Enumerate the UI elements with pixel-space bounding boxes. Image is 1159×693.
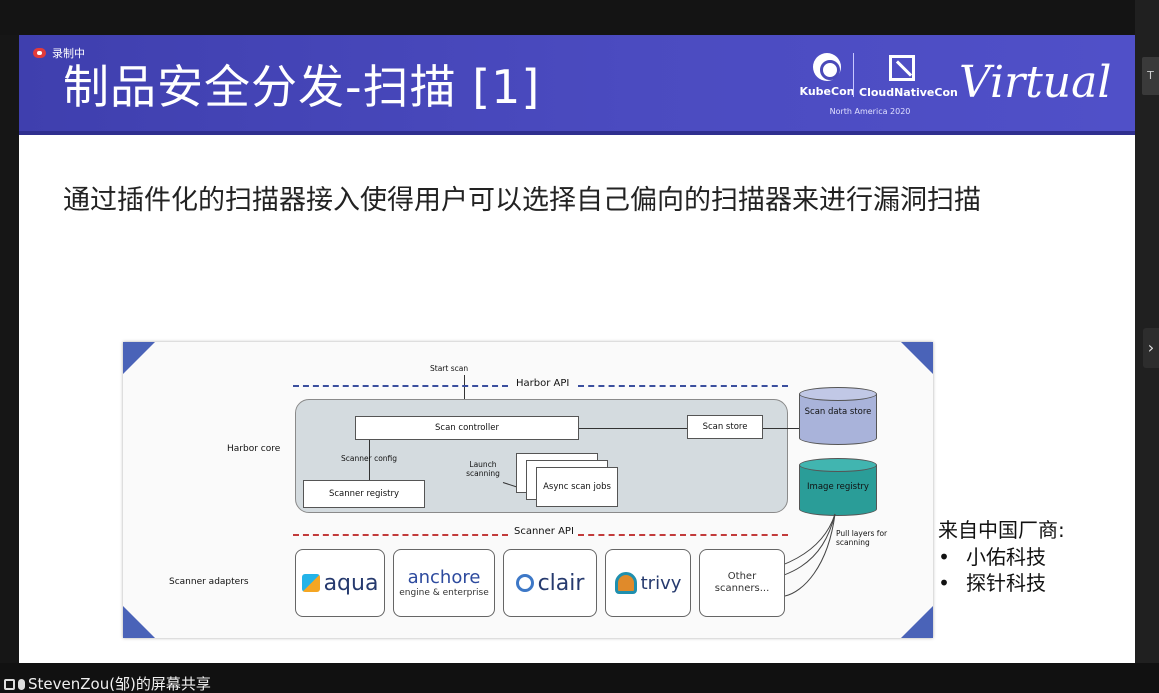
scan-data-store-label: Scan data store: [804, 407, 872, 417]
harbor-api-line: [578, 385, 788, 387]
scanner-adapters-label: Scanner adapters: [169, 577, 249, 587]
aqua-label: aqua: [323, 570, 379, 596]
scan-data-store-cylinder: Scan data store: [799, 387, 877, 445]
bottom-bar: [0, 663, 1159, 693]
screen-share-label: StevenZou(邹)的屏幕共享: [28, 675, 211, 693]
logo-divider: [853, 53, 854, 97]
scanner-config-arrow: [369, 440, 370, 480]
other-scanners-adapter: Other scanners...: [699, 549, 785, 617]
scanner-api-line: [293, 534, 508, 536]
kubernetes-wheel-icon: [813, 53, 841, 81]
event-subtitle: North America 2020: [829, 107, 911, 116]
bullet-icon: •: [938, 571, 950, 595]
slide-title: 制品安全分发-扫描 [1]: [63, 60, 541, 114]
scanner-registry-box: Scanner registry: [303, 480, 425, 508]
list-item: • 小佑科技: [938, 544, 1065, 570]
aqua-adapter: aqua: [295, 549, 385, 617]
store-to-data-arrow: [763, 428, 799, 429]
trivy-adapter: trivy: [605, 549, 691, 617]
vendor-list: 来自中国厂商: • 小佑科技 • 探针科技: [938, 516, 1065, 596]
scan-store-box: Scan store: [687, 415, 763, 439]
pull-layers-label: Pull layers for scanning: [836, 529, 888, 547]
scanner-api-label: Scanner API: [514, 526, 574, 537]
kubecon-logo: KubeCon: [797, 53, 857, 98]
presentation-slide: 录制中 制品安全分发-扫描 [1] KubeCon CloudNativeCon…: [19, 35, 1135, 663]
other-scanners-label: Other scanners...: [714, 571, 770, 594]
trivy-logo-icon: [614, 572, 637, 594]
trivy-label: trivy: [640, 572, 682, 594]
recording-badge: 录制中: [33, 45, 85, 61]
cloudnativecon-label: CloudNativeCon: [859, 86, 958, 99]
image-registry-label: Image registry: [807, 482, 869, 492]
clair-label: clair: [537, 570, 585, 596]
list-item: • 探针科技: [938, 570, 1065, 596]
corner-decoration: [123, 606, 155, 638]
aqua-logo-icon: [301, 574, 320, 592]
header-stripe: [19, 131, 1135, 135]
top-bar: [0, 0, 1159, 35]
harbor-api-line: [293, 385, 508, 387]
expand-panel-chevron-icon[interactable]: ›: [1143, 328, 1159, 368]
cncf-icon: [889, 55, 915, 81]
screen-share-icon: [4, 678, 15, 690]
anchore-sub-label: engine & enterprise: [399, 588, 489, 599]
scan-controller-box: Scan controller: [355, 416, 579, 440]
anchore-label: anchore: [407, 567, 481, 589]
vendor-name: 探针科技: [966, 571, 1046, 595]
corner-decoration: [901, 606, 933, 638]
harbor-core-label: Harbor core: [227, 444, 281, 454]
corner-decoration: [123, 342, 155, 374]
scanner-config-label: Scanner config: [341, 454, 398, 463]
scanner-api-line: [578, 534, 788, 536]
left-gutter: [0, 35, 19, 663]
controller-to-store-arrow: [579, 428, 687, 429]
vendor-title: 来自中国厂商:: [938, 518, 1065, 542]
bullet-icon: •: [938, 545, 950, 569]
vendor-name: 小佑科技: [966, 545, 1046, 569]
start-scan-arrow: [464, 375, 465, 409]
start-scan-label: Start scan: [430, 364, 469, 373]
slide-header: 录制中 制品安全分发-扫描 [1] KubeCon CloudNativeCon…: [19, 35, 1135, 135]
harbor-api-label: Harbor API: [516, 378, 570, 389]
harbor-scanning-diagram: Start scan Harbor API Harbor core Scan c…: [123, 342, 933, 638]
corner-decoration: [901, 342, 933, 374]
image-registry-cylinder: Image registry: [799, 458, 877, 516]
recording-cloud-icon: [33, 48, 46, 58]
virtual-wordmark: Virtual: [959, 57, 1112, 108]
recording-label: 录制中: [52, 47, 85, 60]
cloudnativecon-logo: CloudNativeCon: [859, 55, 958, 99]
launch-scanning-label: Launch scanning: [466, 460, 500, 478]
kubecon-label: KubeCon: [799, 85, 855, 98]
clair-logo-icon: [515, 574, 534, 592]
clair-adapter: clair: [503, 549, 597, 617]
slide-subtitle: 通过插件化的扫描器接入使得用户可以选择自己偏向的扫描器来进行漏洞扫描: [63, 185, 981, 216]
screen-share-indicator[interactable]: StevenZou(邹)的屏幕共享: [4, 675, 211, 693]
async-scan-jobs-box: Async scan jobs: [536, 467, 618, 507]
anchore-adapter: anchore engine & enterprise: [393, 549, 495, 617]
sidebar-tab[interactable]: T: [1142, 57, 1159, 95]
microphone-icon: [18, 678, 25, 690]
